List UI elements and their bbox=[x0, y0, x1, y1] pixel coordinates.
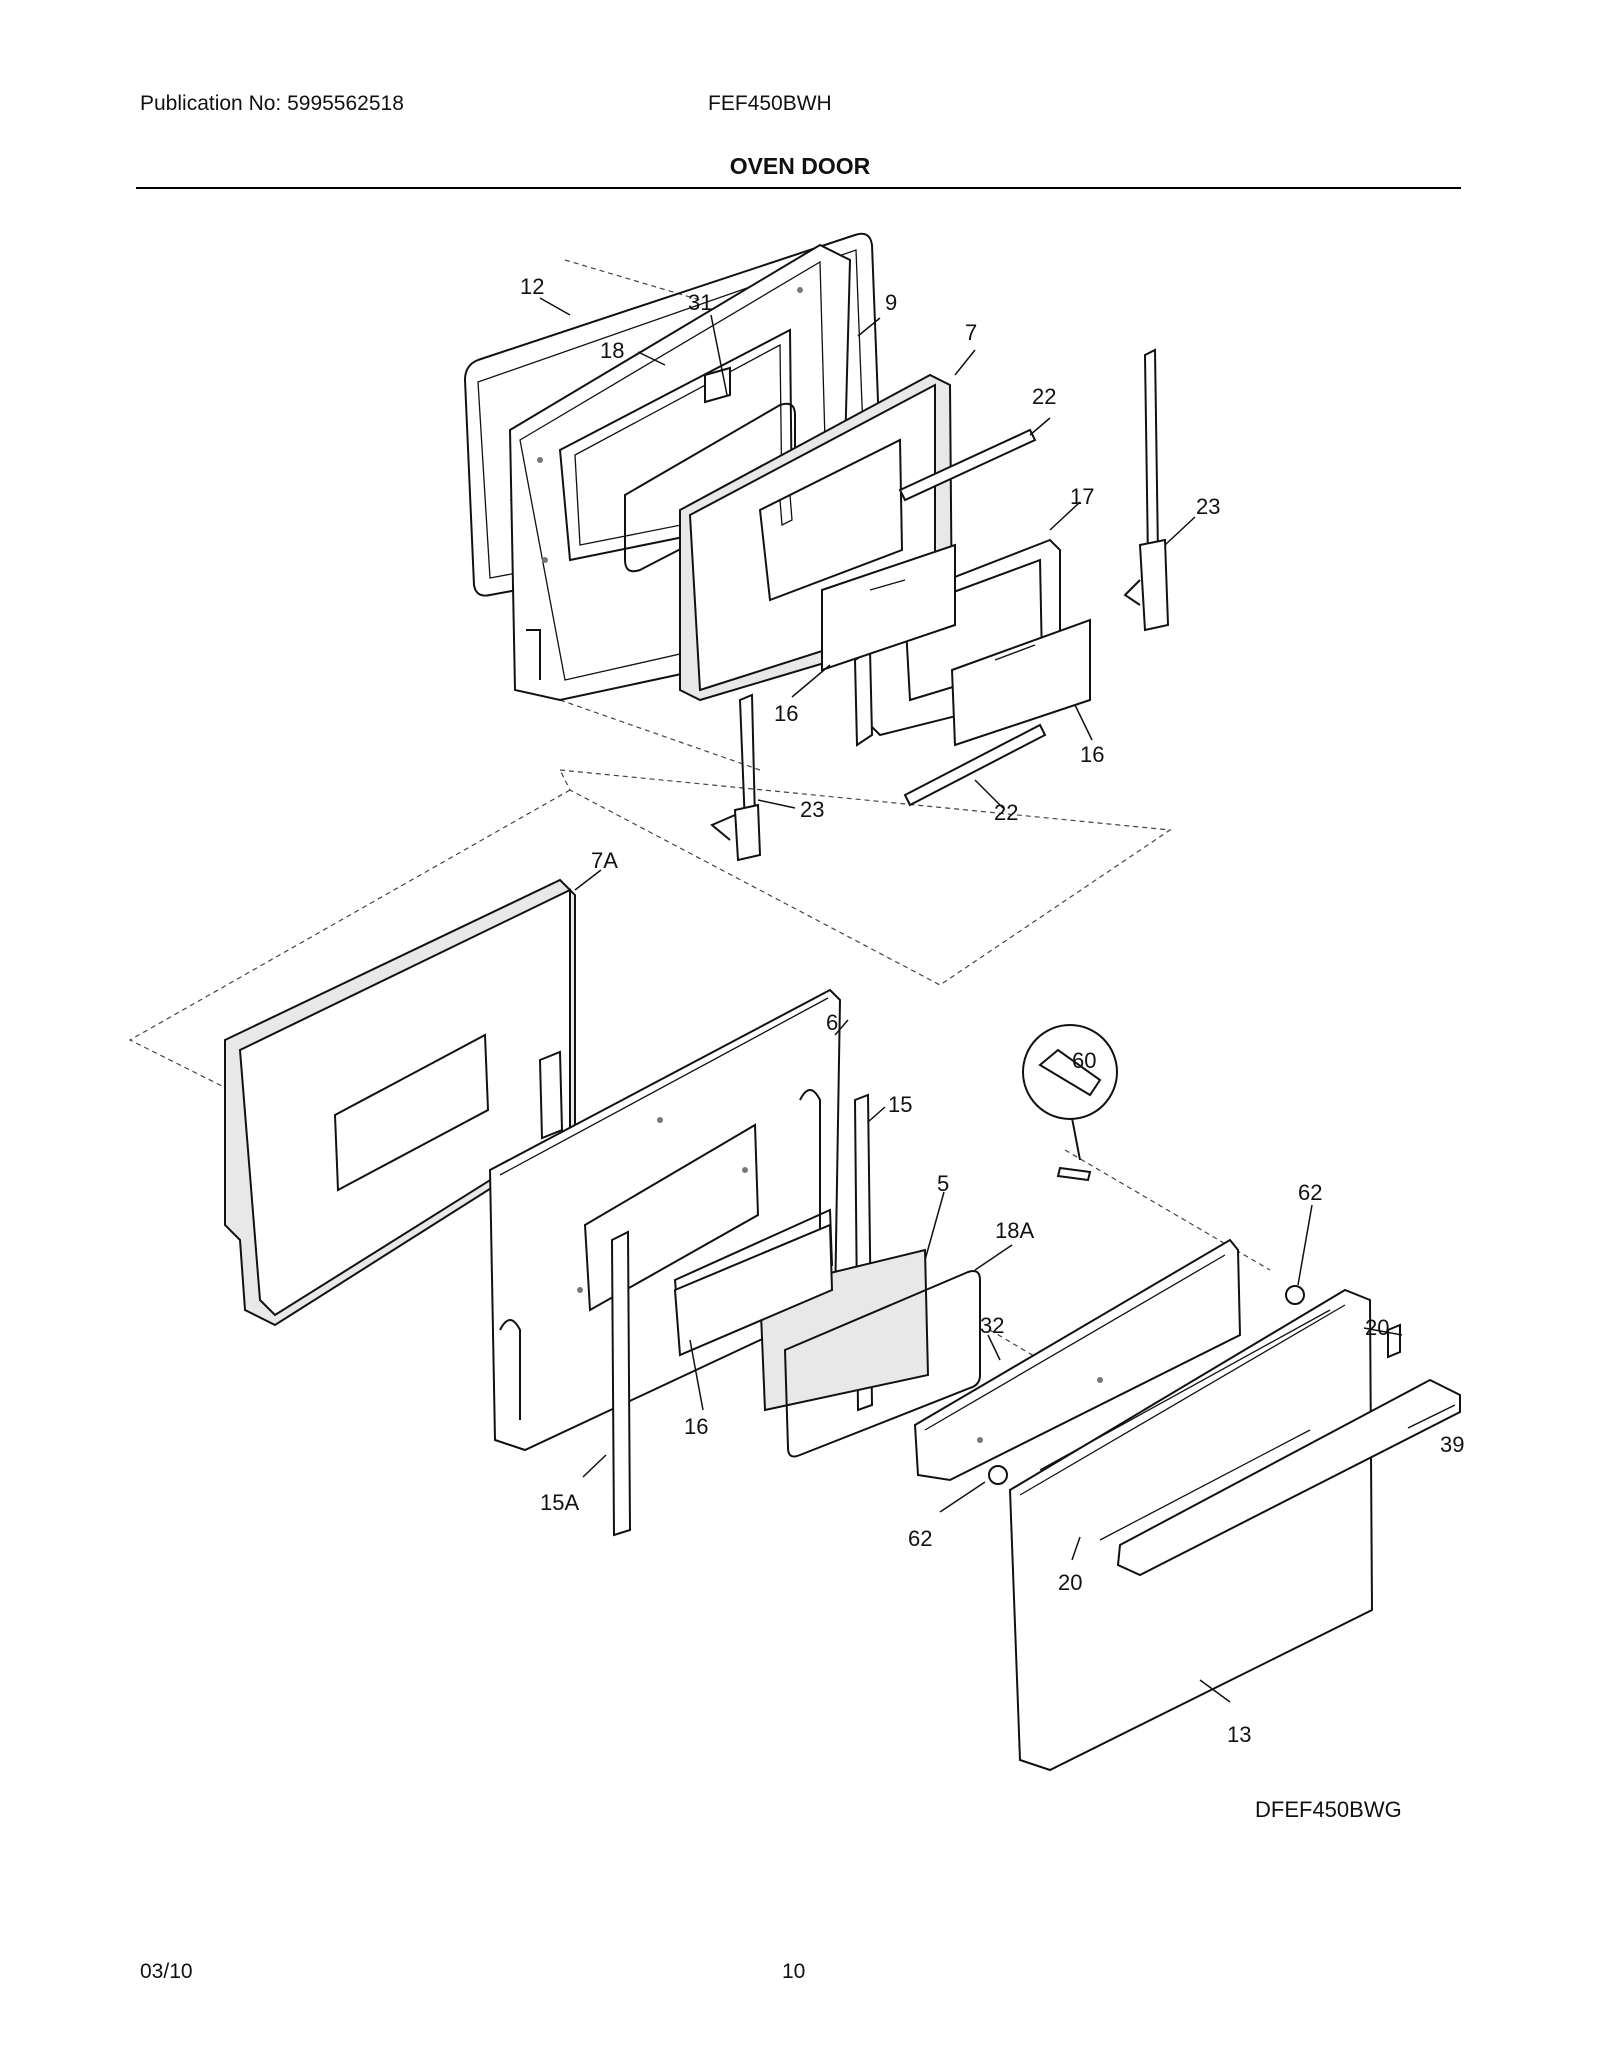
part-62-bumper-upper bbox=[1285, 1285, 1305, 1305]
callout-23: 23 bbox=[1196, 494, 1220, 519]
part-16-lower-glass bbox=[673, 1223, 834, 1357]
revision-date: 03/10 bbox=[140, 1960, 193, 1983]
part-7A-insulation bbox=[224, 878, 576, 1327]
publication-number: Publication No: 5995562518 bbox=[140, 92, 404, 115]
callout-16: 16 bbox=[684, 1414, 708, 1439]
callout-32: 32 bbox=[980, 1313, 1004, 1338]
part-31-bracket bbox=[704, 366, 731, 404]
callout-62: 62 bbox=[908, 1526, 932, 1551]
callout-labels: 12 31 9 7 22 18 17 23 16 16 23 22 7A 6 6… bbox=[520, 274, 1464, 1747]
part-18A-gasket bbox=[783, 1270, 981, 1458]
header-rule bbox=[136, 187, 1461, 189]
callout-15A: 15A bbox=[540, 1490, 579, 1515]
callout-13: 13 bbox=[1227, 1722, 1251, 1747]
page-title: OVEN DOOR bbox=[729, 153, 871, 179]
part-23-hinge-left bbox=[710, 693, 762, 862]
callout-20: 20 bbox=[1365, 1315, 1389, 1340]
callout-31: 31 bbox=[688, 290, 712, 315]
model-number: FEF450BWH bbox=[708, 92, 832, 115]
callout-18A: 18A bbox=[995, 1218, 1034, 1243]
drawing-code: DFEF450BWG bbox=[1255, 1797, 1402, 1822]
part-60-screw-detail bbox=[1022, 1024, 1118, 1182]
callout-12: 12 bbox=[520, 274, 544, 299]
part-39-handle bbox=[1116, 1378, 1461, 1577]
callout-15: 15 bbox=[888, 1092, 912, 1117]
callout-7: 7 bbox=[965, 320, 977, 345]
callout-5: 5 bbox=[937, 1171, 949, 1196]
callout-17: 17 bbox=[1070, 484, 1094, 509]
callout-39: 39 bbox=[1440, 1432, 1464, 1457]
callout-6: 6 bbox=[826, 1010, 838, 1035]
part-20-spacer-right bbox=[1387, 1323, 1401, 1359]
callout-60: 60 bbox=[1072, 1048, 1096, 1073]
callout-22: 22 bbox=[1032, 384, 1056, 409]
part-62-bumper-lower bbox=[988, 1465, 1008, 1485]
part-22-lower-strip bbox=[903, 723, 1047, 807]
callout-7A: 7A bbox=[591, 848, 618, 873]
callout-22: 22 bbox=[994, 800, 1018, 825]
callout-9: 9 bbox=[885, 290, 897, 315]
callout-23: 23 bbox=[800, 797, 824, 822]
part-22-upper-strip bbox=[898, 428, 1037, 502]
part-23-hinge-right bbox=[1123, 348, 1170, 632]
callout-16: 16 bbox=[774, 701, 798, 726]
part-32-panel-liner bbox=[913, 1238, 1242, 1482]
callout-18: 18 bbox=[600, 338, 624, 363]
part-15A-channel bbox=[610, 1230, 632, 1537]
leader-lines bbox=[539, 297, 1456, 1703]
callout-16: 16 bbox=[1080, 742, 1104, 767]
callout-62: 62 bbox=[1298, 1180, 1322, 1205]
callout-20: 20 bbox=[1058, 1570, 1082, 1595]
part-16-upper-glass bbox=[821, 543, 1091, 747]
page-number: 10 bbox=[782, 1960, 806, 1983]
